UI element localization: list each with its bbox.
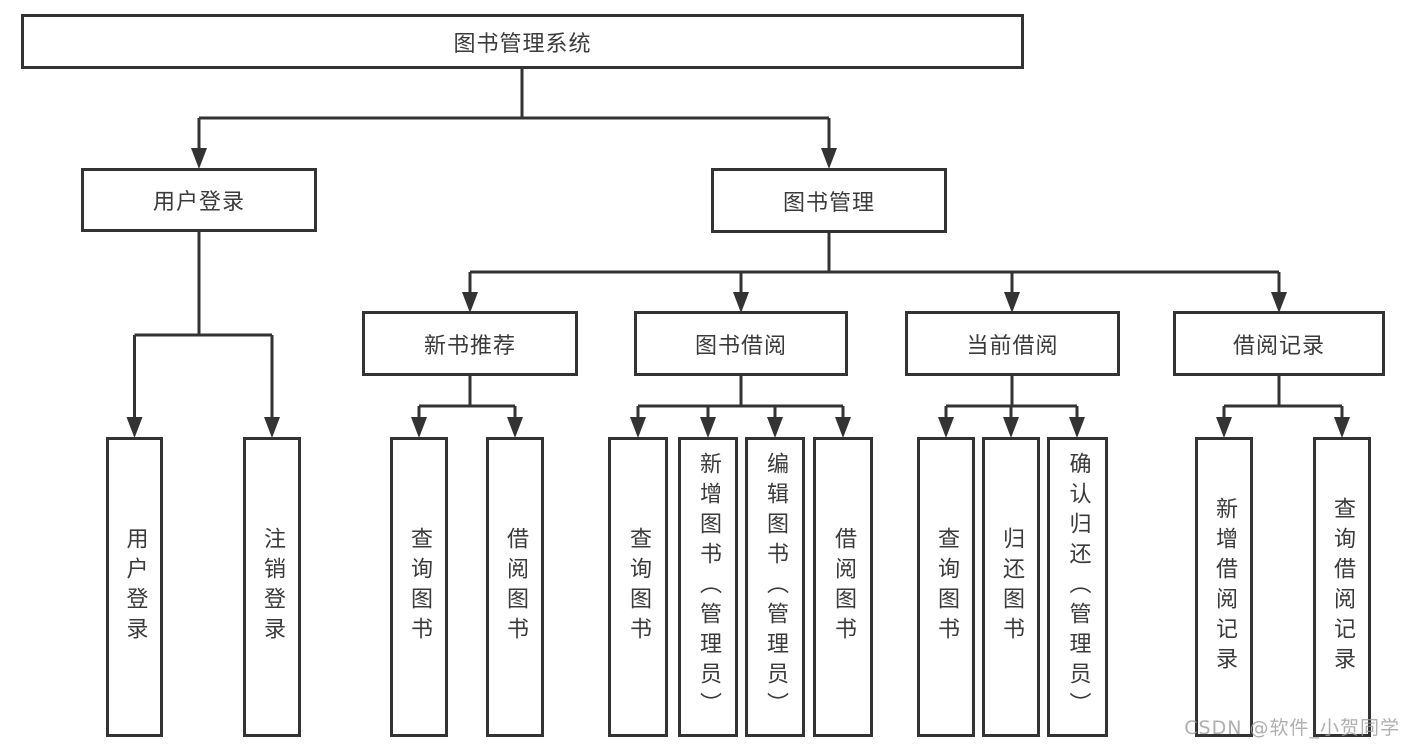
node-label: 用户登录 xyxy=(122,527,148,647)
node-label: 借阅图书 xyxy=(503,527,528,647)
connector-current-borrow-children xyxy=(938,376,1085,438)
node-label: 查询图书 xyxy=(934,527,959,647)
node-cb-confirm-return: 确认归还（管理员） xyxy=(1047,437,1108,737)
connector-book-borrow-children xyxy=(630,376,851,438)
node-label: 新书推荐 xyxy=(423,333,516,359)
csdn-watermark: CSDN @软件_小贺同学 xyxy=(1184,717,1400,739)
node-nbr-query-book: 查询图书 xyxy=(390,437,448,737)
node-cb-query-book: 查询图书 xyxy=(917,437,975,737)
node-new-book-rec: 新书推荐 xyxy=(362,311,578,376)
node-ul-user-login: 用户登录 xyxy=(106,437,163,737)
node-ul-logout: 注销登录 xyxy=(243,437,301,737)
node-bb-query-book: 查询图书 xyxy=(608,437,668,737)
connector-new-book-rec-children xyxy=(411,376,523,438)
node-label: 图书管理 xyxy=(782,190,875,216)
connector-book-mgmt-groups xyxy=(462,233,1287,313)
node-label: 当前借阅 xyxy=(966,333,1059,359)
node-label: 图书借阅 xyxy=(694,333,787,359)
node-label: 查询图书 xyxy=(407,527,432,647)
node-current-borrow: 当前借阅 xyxy=(905,311,1120,376)
node-bb-borrow-book: 借阅图书 xyxy=(813,437,873,737)
node-bb-add-book: 新增图书（管理员） xyxy=(678,437,738,737)
node-user-login: 用户登录 xyxy=(81,168,317,232)
node-bb-edit-book: 编辑图书（管理员） xyxy=(745,437,805,737)
node-label: 用户登录 xyxy=(152,190,245,215)
node-label: 查询图书 xyxy=(626,527,651,647)
node-br-add-record: 新增借阅记录 xyxy=(1195,437,1253,737)
node-br-query-record: 查询借阅记录 xyxy=(1313,437,1371,737)
node-root: 图书管理系统 xyxy=(21,14,1024,69)
node-label: 归还图书 xyxy=(999,527,1024,647)
connector-borrow-record-children xyxy=(1216,376,1350,438)
node-cb-return-book: 归还图书 xyxy=(982,437,1040,737)
node-borrow-record: 借阅记录 xyxy=(1173,311,1385,376)
node-label: 借阅记录 xyxy=(1232,333,1325,359)
node-label: 新增图书（管理员） xyxy=(696,452,721,722)
connector-root-to-level1 xyxy=(191,68,837,169)
node-label: 编辑图书（管理员） xyxy=(763,452,788,722)
node-label: 注销登录 xyxy=(260,527,285,647)
node-label: 新增借阅记录 xyxy=(1212,497,1237,677)
node-book-mgmt: 图书管理 xyxy=(711,168,947,233)
node-label: 图书管理系统 xyxy=(453,31,592,57)
node-label: 借阅图书 xyxy=(831,527,856,647)
connector-user-login-children xyxy=(126,232,280,438)
node-label: 确认归还（管理员） xyxy=(1065,452,1091,722)
node-label: 查询借阅记录 xyxy=(1330,497,1355,677)
node-book-borrow: 图书借阅 xyxy=(634,311,848,376)
node-nbr-borrow-book: 借阅图书 xyxy=(486,437,544,737)
